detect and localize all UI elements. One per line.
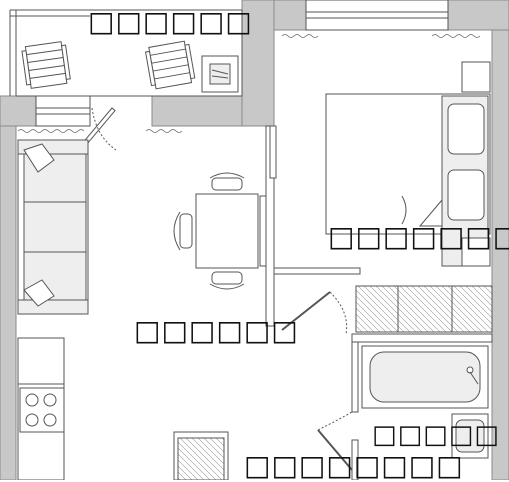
wall-loggia-left: [0, 95, 37, 127]
loggia-window: [35, 95, 91, 127]
wall-top-mid: [273, 0, 307, 31]
chair-bottom: [211, 271, 243, 285]
radiator-bedroom: [281, 34, 319, 38]
loggia-chair-left: [21, 41, 71, 89]
room-label-bedroom: □□□□□□□: [328, 220, 509, 253]
room-label-bathroom: □□□□□: [372, 420, 500, 450]
loggia-outline: [9, 9, 243, 97]
pillow-top: [447, 103, 485, 155]
wall-loggia-right: [151, 95, 243, 127]
nightstand-top: [461, 61, 491, 93]
partition-bath-top: [351, 333, 493, 343]
dining-chairs: [173, 172, 267, 290]
chair-top: [211, 177, 243, 191]
door-frame-mid: [269, 125, 277, 179]
chair-right: [259, 195, 267, 267]
chair-left: [179, 213, 193, 249]
door-bedroom: [281, 291, 331, 331]
radiator-bedroom-2: [431, 34, 481, 38]
stove: [19, 387, 65, 433]
doors: [83, 107, 353, 471]
room-label-hallway: □□□□□□□□: [244, 449, 464, 482]
door-bathroom: [317, 429, 353, 471]
sofa-cushion-top: [23, 143, 55, 173]
radiator-living: [17, 129, 85, 133]
partition-bath-left-2: [351, 439, 359, 480]
loggia-chair-right: [144, 40, 196, 90]
radiators: [17, 34, 481, 133]
bedroom-window: [305, 0, 449, 31]
partition-bath-left: [351, 341, 359, 413]
door-bedroom-swing: [329, 291, 348, 335]
loggia-perimeter: [15, 9, 243, 97]
wall-left: [0, 95, 17, 480]
sofa: [17, 139, 89, 315]
nightstand-bottom: [461, 237, 491, 267]
loggia-furniture: [21, 40, 239, 93]
dining-table: [195, 193, 259, 269]
radiator-living-2: [145, 129, 183, 133]
room-label-loggia: □□□□□□: [88, 5, 253, 38]
sofa-cushion-bottom: [23, 279, 55, 307]
pillow-bottom: [447, 169, 485, 221]
wall-right: [491, 29, 509, 480]
bath-furniture: [173, 285, 493, 480]
bedroom-furniture: [325, 61, 491, 267]
wall-top-right: [447, 0, 509, 31]
door-bathroom-swing: [317, 411, 353, 431]
partition-bedroom-bottom: [273, 267, 361, 275]
living-furniture: [17, 139, 267, 480]
door-loggia-swing: [91, 107, 117, 151]
room-label-living-kitchen: □□□□□□: [134, 314, 299, 347]
